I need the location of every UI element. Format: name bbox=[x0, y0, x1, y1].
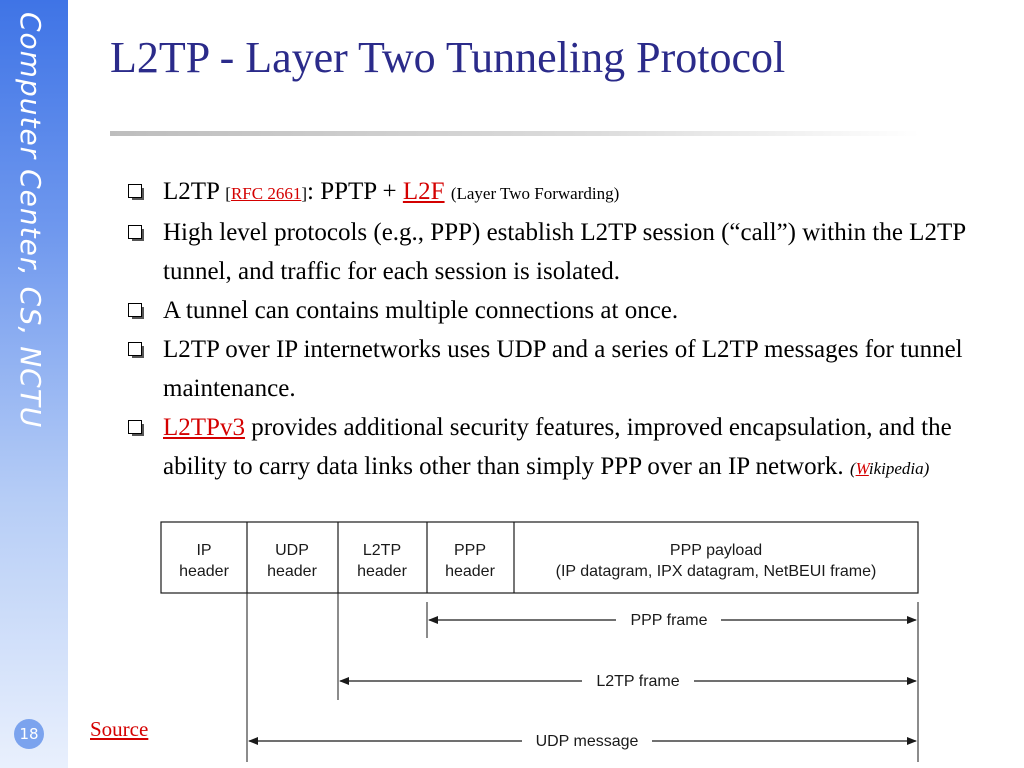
bullet-item: A tunnel can contains multiple connectio… bbox=[124, 291, 1004, 330]
bullet-text-l2tp: L2TP bbox=[163, 178, 220, 205]
l2tpv3-link[interactable]: L2TPv3 bbox=[163, 414, 245, 441]
bullet-item: High level protocols (e.g., PPP) establi… bbox=[124, 213, 1004, 291]
checkbox-bullet-icon bbox=[128, 303, 142, 317]
bullet-text: provides additional security features, i… bbox=[163, 414, 952, 480]
bullet-text: L2TP over IP internetworks uses UDP and … bbox=[163, 336, 963, 402]
l2f-link[interactable]: L2F bbox=[402, 178, 445, 205]
bullet-item: L2TP over IP internetworks uses UDP and … bbox=[124, 330, 1004, 408]
checkbox-bullet-icon bbox=[128, 225, 142, 239]
udp-message-label: UDP message bbox=[536, 733, 639, 750]
checkbox-bullet-icon bbox=[128, 342, 142, 356]
field-udp-line1: UDP bbox=[275, 542, 309, 559]
field-ip-line1: IP bbox=[196, 542, 211, 559]
bullet-text: High level protocols (e.g., PPP) establi… bbox=[163, 219, 966, 285]
field-payload-line2: (IP datagram, IPX datagram, NetBEUI fram… bbox=[556, 563, 877, 580]
field-ppp-line1: PPP bbox=[454, 542, 486, 559]
packet-outline bbox=[160, 521, 919, 594]
field-l2tp-line2: header bbox=[357, 563, 407, 580]
field-udp-line2: header bbox=[267, 563, 317, 580]
bullet-item: L2TPv3 provides additional security feat… bbox=[124, 408, 1004, 488]
slide-title: L2TP - Layer Two Tunneling Protocol bbox=[110, 33, 786, 82]
bullet-item: L2TP [RFC 2661]: PPTP + L2F (Layer Two F… bbox=[124, 172, 1004, 213]
l2f-description: (Layer Two Forwarding) bbox=[450, 184, 620, 203]
rfc-bracket-close: ] bbox=[301, 184, 308, 203]
wikipedia-caption-open: ( bbox=[849, 459, 856, 478]
sidebar: Computer Center, CS, NCTU 18 bbox=[0, 0, 68, 768]
field-ip-line2: header bbox=[179, 563, 229, 580]
l2tp-frame-label: L2TP frame bbox=[596, 673, 679, 690]
field-payload-line1: PPP payload bbox=[670, 542, 762, 559]
page-number: 18 bbox=[14, 719, 44, 749]
bullet-text-pptp: : PPTP + bbox=[307, 178, 403, 205]
checkbox-bullet-icon bbox=[128, 420, 142, 434]
bullet-list: L2TP [RFC 2661]: PPTP + L2F (Layer Two F… bbox=[124, 172, 1004, 488]
ppp-frame-label: PPP frame bbox=[630, 612, 707, 629]
rfc-bracket-open: [ bbox=[225, 184, 231, 203]
wikipedia-caption-rest: ikipedia) bbox=[868, 459, 930, 478]
l2tp-packet-diagram: IP header UDP header L2TP header PPP hea… bbox=[160, 521, 919, 762]
rfc-2661-link[interactable]: RFC 2661 bbox=[230, 184, 302, 203]
wikipedia-link[interactable]: W bbox=[855, 459, 869, 478]
bullet-text: A tunnel can contains multiple connectio… bbox=[163, 297, 679, 324]
field-ppp-line2: header bbox=[445, 563, 495, 580]
checkbox-bullet-icon bbox=[128, 184, 142, 198]
field-l2tp-line1: L2TP bbox=[363, 542, 401, 559]
title-divider bbox=[110, 131, 920, 136]
sidebar-vertical-text: Computer Center, CS, NCTU bbox=[14, 12, 47, 429]
source-link[interactable]: Source bbox=[90, 717, 149, 741]
